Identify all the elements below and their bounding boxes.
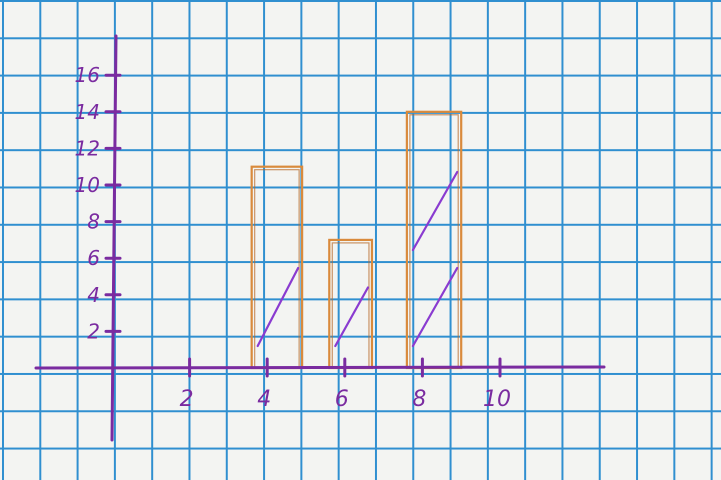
y-tick-label: 16 — [75, 63, 100, 87]
bar — [405, 110, 463, 370]
bar-outline — [405, 110, 463, 370]
y-tick-label: 8 — [87, 210, 100, 234]
y-tick-label: 14 — [75, 100, 100, 124]
y-tick-label: 2 — [87, 319, 100, 343]
bar-outline-inner — [331, 242, 370, 369]
x-tick-label: 8 — [412, 387, 426, 412]
x-tick-label: 4 — [257, 387, 271, 412]
bar-hatch — [334, 286, 370, 348]
x-tick-label: 6 — [335, 387, 349, 412]
y-tick-label: 10 — [75, 173, 100, 197]
x-axis-line — [34, 365, 606, 370]
ticks: 2 4 6 8 10 2 4 6 8 10 12 14 16 — [75, 63, 511, 412]
axes — [34, 34, 606, 442]
y-tick-label: 4 — [87, 283, 100, 307]
bar — [328, 238, 374, 370]
y-tick-label: 12 — [75, 136, 100, 160]
bar-hatch — [256, 266, 300, 348]
bar-outline — [328, 238, 374, 370]
x-tick-label: 10 — [483, 387, 511, 412]
bar-hatch — [411, 266, 459, 348]
bar-hatch — [411, 170, 459, 252]
y-tick-label: 6 — [87, 246, 100, 270]
x-tick-label: 2 — [180, 387, 194, 412]
bar-outline — [250, 165, 304, 370]
y-axis-line — [110, 34, 118, 442]
bar — [250, 165, 304, 370]
bars — [250, 110, 463, 370]
